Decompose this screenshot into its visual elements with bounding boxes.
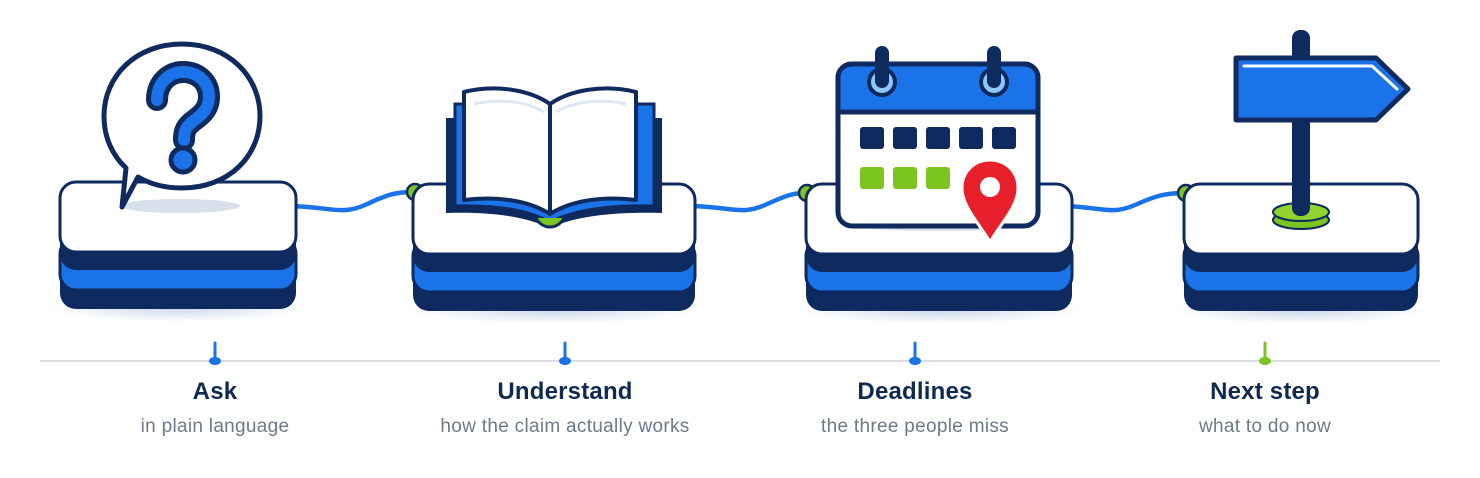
step-subtitle: what to do now <box>1198 416 1331 437</box>
step-subtitle: how the claim actually works <box>440 416 690 437</box>
connector-cables <box>281 189 1188 213</box>
timeline-marker-understand <box>559 341 571 365</box>
step-title: Ask <box>192 378 238 405</box>
platform-ask <box>48 180 308 322</box>
step-deadlines-label: Deadlines the three people miss <box>735 378 1095 438</box>
step-subtitle: the three people miss <box>821 416 1009 437</box>
step-title: Deadlines <box>857 378 973 405</box>
open-book-icon <box>446 86 662 229</box>
timeline-marker-ask <box>209 341 221 365</box>
connector-cable-1 <box>281 189 417 213</box>
connector-cable-3 <box>1057 190 1188 213</box>
calendar-pin-icon <box>835 46 1041 245</box>
step-subtitle: in plain language <box>140 416 290 437</box>
signpost-icon <box>1233 30 1411 230</box>
timeline-marker-next-step <box>1259 341 1271 365</box>
step-understand-label: Understand how the claim actually works <box>385 378 745 438</box>
step-ask-label: Ask in plain language <box>35 378 395 438</box>
step-title: Next step <box>1210 378 1320 405</box>
timeline-marker-deadlines <box>909 341 921 365</box>
question-bubble-icon <box>101 41 263 213</box>
connector-cable-2 <box>683 190 809 213</box>
step-next-step-label: Next step what to do now <box>1085 378 1445 438</box>
step-title: Understand <box>497 378 633 405</box>
platform-next-step <box>1170 182 1430 324</box>
